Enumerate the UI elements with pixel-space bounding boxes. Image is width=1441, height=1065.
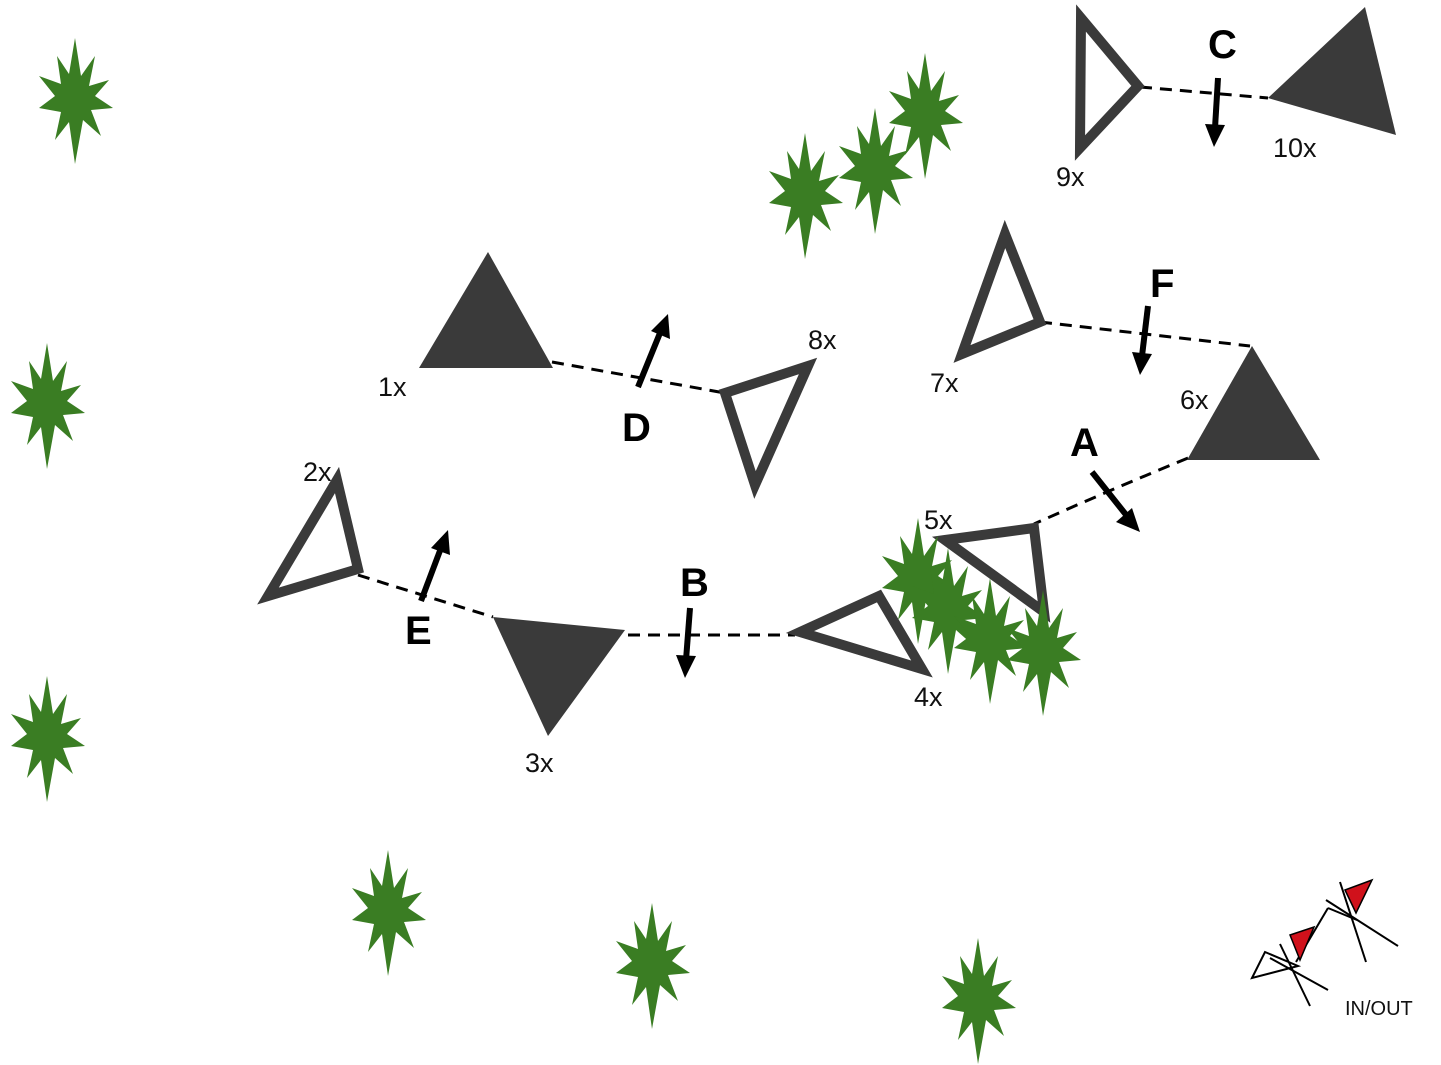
bush-icon xyxy=(1007,590,1081,716)
arrow-icon xyxy=(418,530,450,603)
bush-icon xyxy=(11,343,85,469)
bush-icon xyxy=(769,133,843,259)
lane-label-c: C xyxy=(1208,23,1237,67)
bush-icon xyxy=(839,108,913,234)
filled-triangle-icon xyxy=(493,617,625,736)
marker-labels: 1x 2x 3x 4x 5x 6x 7x 8x 9x 10x xyxy=(303,133,1317,778)
connector-d xyxy=(551,360,726,395)
hollow-triangle-icon xyxy=(257,466,364,605)
bush-icon xyxy=(942,938,1016,1064)
marker-label-2x: 2x xyxy=(303,457,332,487)
legend-label: IN/OUT xyxy=(1345,998,1413,1020)
arrow-icon xyxy=(635,314,670,389)
hollow-triangle-icon xyxy=(1074,4,1145,161)
hollow-triangle-icon xyxy=(785,589,933,678)
arrow-icon xyxy=(1132,305,1152,375)
marker-label-4x: 4x xyxy=(914,682,943,712)
arrow-icon xyxy=(676,607,696,678)
marker-label-8x: 8x xyxy=(808,325,837,355)
bush-cluster xyxy=(882,518,1081,716)
marker-label-9x: 9x xyxy=(1056,162,1085,192)
marker-label-10x: 10x xyxy=(1273,133,1317,163)
marker-label-5x: 5x xyxy=(924,505,953,535)
bush-icon xyxy=(39,38,113,164)
hollow-triangle-icon xyxy=(953,219,1047,363)
arrow-icon xyxy=(1205,77,1225,147)
hollow-triangle-icon xyxy=(718,357,818,499)
direction-arrows xyxy=(418,77,1225,678)
lane-label-f: F xyxy=(1150,262,1174,306)
bush-icon xyxy=(352,850,426,976)
bush-icon xyxy=(11,676,85,802)
triangle-markers xyxy=(257,4,1396,736)
connector-c xyxy=(1139,85,1269,100)
hollow-triangle-icon xyxy=(931,522,1051,623)
marker-label-6x: 6x xyxy=(1180,385,1209,415)
filled-triangle-icon xyxy=(419,252,553,368)
lane-label-a: A xyxy=(1070,421,1099,465)
marker-label-7x: 7x xyxy=(930,368,959,398)
lane-labels: A B C D E F xyxy=(405,23,1237,653)
filled-triangle-icon xyxy=(1268,7,1396,135)
marker-label-3x: 3x xyxy=(525,748,554,778)
lane-label-d: D xyxy=(622,406,651,450)
in-out-legend-icon: IN/OUT xyxy=(1250,878,1413,1020)
connector-a xyxy=(1033,456,1189,526)
lane-label-e: E xyxy=(405,609,432,653)
arrow-icon xyxy=(1089,470,1140,532)
filled-triangle-icon xyxy=(1187,346,1320,460)
lane-label-b: B xyxy=(680,561,709,605)
bush-icon xyxy=(616,903,690,1029)
bush-group xyxy=(11,38,1016,1064)
marker-label-1x: 1x xyxy=(378,372,407,402)
